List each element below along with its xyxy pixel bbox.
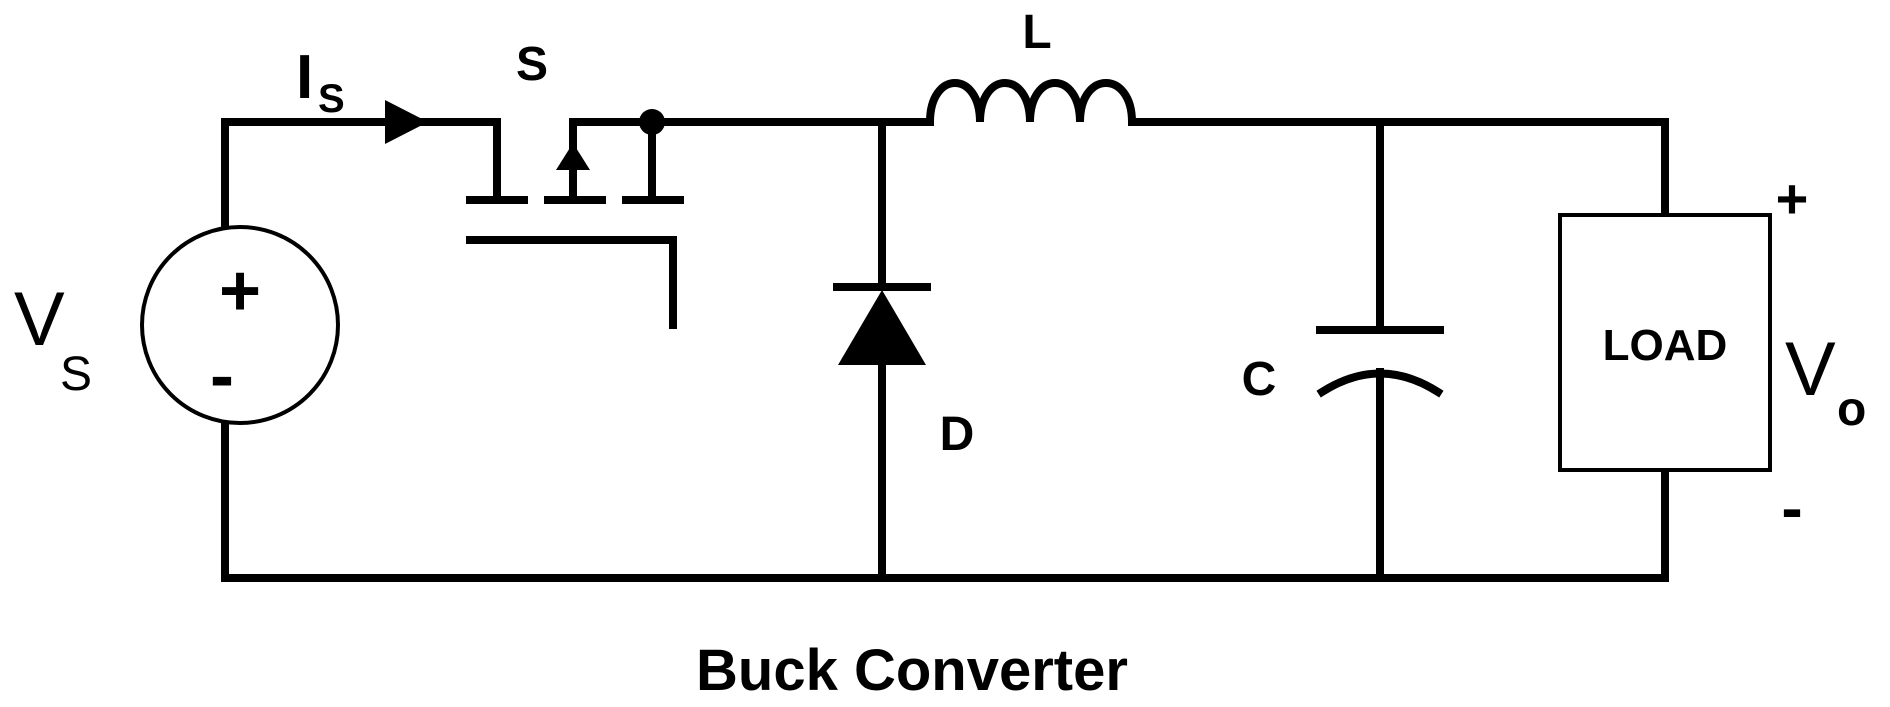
output-plus-sign: + [1776, 167, 1809, 230]
voltage-source-icon [140, 225, 340, 425]
mosfet-switch-icon [466, 109, 684, 329]
wire-inductor-to-load [1128, 118, 1669, 219]
wire-source-bottom [221, 421, 1669, 582]
output-voltage-label: V [1785, 327, 1836, 412]
output-minus-sign: - [1781, 472, 1802, 544]
source-voltage-label: V [14, 277, 65, 362]
output-voltage-subscript: o [1837, 383, 1866, 436]
diode-icon [833, 283, 931, 365]
capacitor-label: C [1242, 353, 1277, 406]
diode-label: D [940, 408, 975, 461]
switch-label: S [516, 38, 548, 91]
source-voltage-subscript: S [60, 348, 92, 401]
source-plus-sign: + [219, 251, 261, 331]
current-arrow-icon [385, 100, 428, 144]
wire-source-top [221, 118, 501, 232]
load-label: LOAD [1603, 321, 1728, 370]
source-minus-sign: - [210, 336, 234, 416]
diagram-caption: Buck Converter [696, 638, 1128, 703]
inductor-label: L [1022, 6, 1051, 59]
source-current-label: I [296, 43, 313, 112]
inductor-icon [925, 79, 1137, 127]
capacitor-icon [1316, 326, 1444, 398]
load-box [1558, 213, 1772, 472]
source-current-subscript: S [318, 77, 345, 121]
